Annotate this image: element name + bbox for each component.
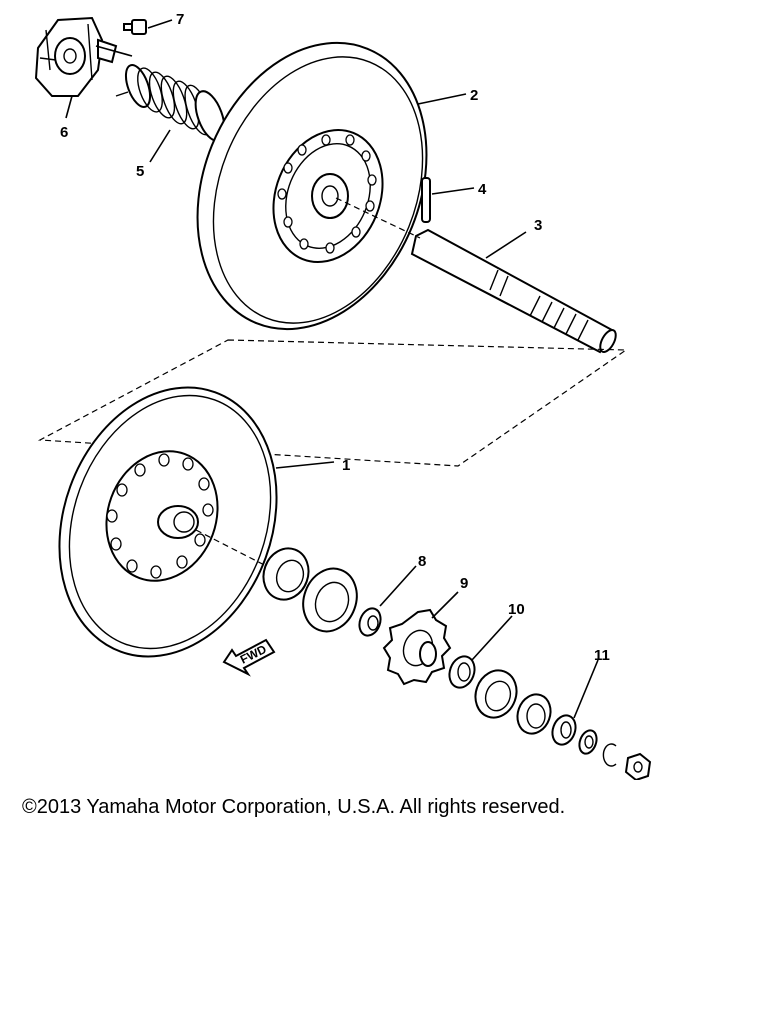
nut	[624, 752, 652, 780]
part-10-spacer	[448, 655, 476, 689]
washer	[578, 729, 598, 755]
part-11-collar	[551, 714, 577, 746]
exploded-parts-diagram: FWD 1 2 3 4 5 6 7 8 9 10 11	[34, 11, 652, 780]
part-9-sprocket	[382, 608, 452, 686]
callout-5: 5	[136, 163, 144, 180]
callout-6: 6	[60, 124, 68, 141]
copyright-notice: ©2013 Yamaha Motor Corporation, U.S.A. A…	[22, 796, 566, 818]
callout-1: 1	[342, 457, 350, 474]
part-4-pin	[421, 177, 431, 223]
part-7-fitting	[123, 19, 147, 35]
bearing-upper	[262, 547, 310, 601]
callout-11: 11	[594, 647, 610, 664]
part-3-shaft	[410, 228, 617, 354]
callout-2: 2	[470, 87, 478, 104]
callout-8: 8	[418, 553, 426, 570]
callout-10: 10	[508, 601, 525, 618]
part-8-collar	[358, 607, 382, 637]
part-5-spring	[115, 64, 226, 142]
seal-lower	[516, 693, 552, 735]
callout-7: 7	[176, 11, 184, 28]
bearing-lower	[474, 669, 518, 719]
circlip	[602, 743, 617, 767]
callout-9: 9	[460, 575, 468, 592]
callout-4: 4	[478, 181, 487, 198]
forward-direction-arrow: FWD	[222, 638, 276, 677]
assembly-reference-line	[37, 339, 628, 467]
callout-3: 3	[534, 217, 542, 234]
part-2-sheave	[196, 41, 428, 331]
part-1-sheave	[58, 386, 278, 658]
seal-upper	[302, 567, 358, 633]
part-6-bracket	[34, 16, 118, 97]
